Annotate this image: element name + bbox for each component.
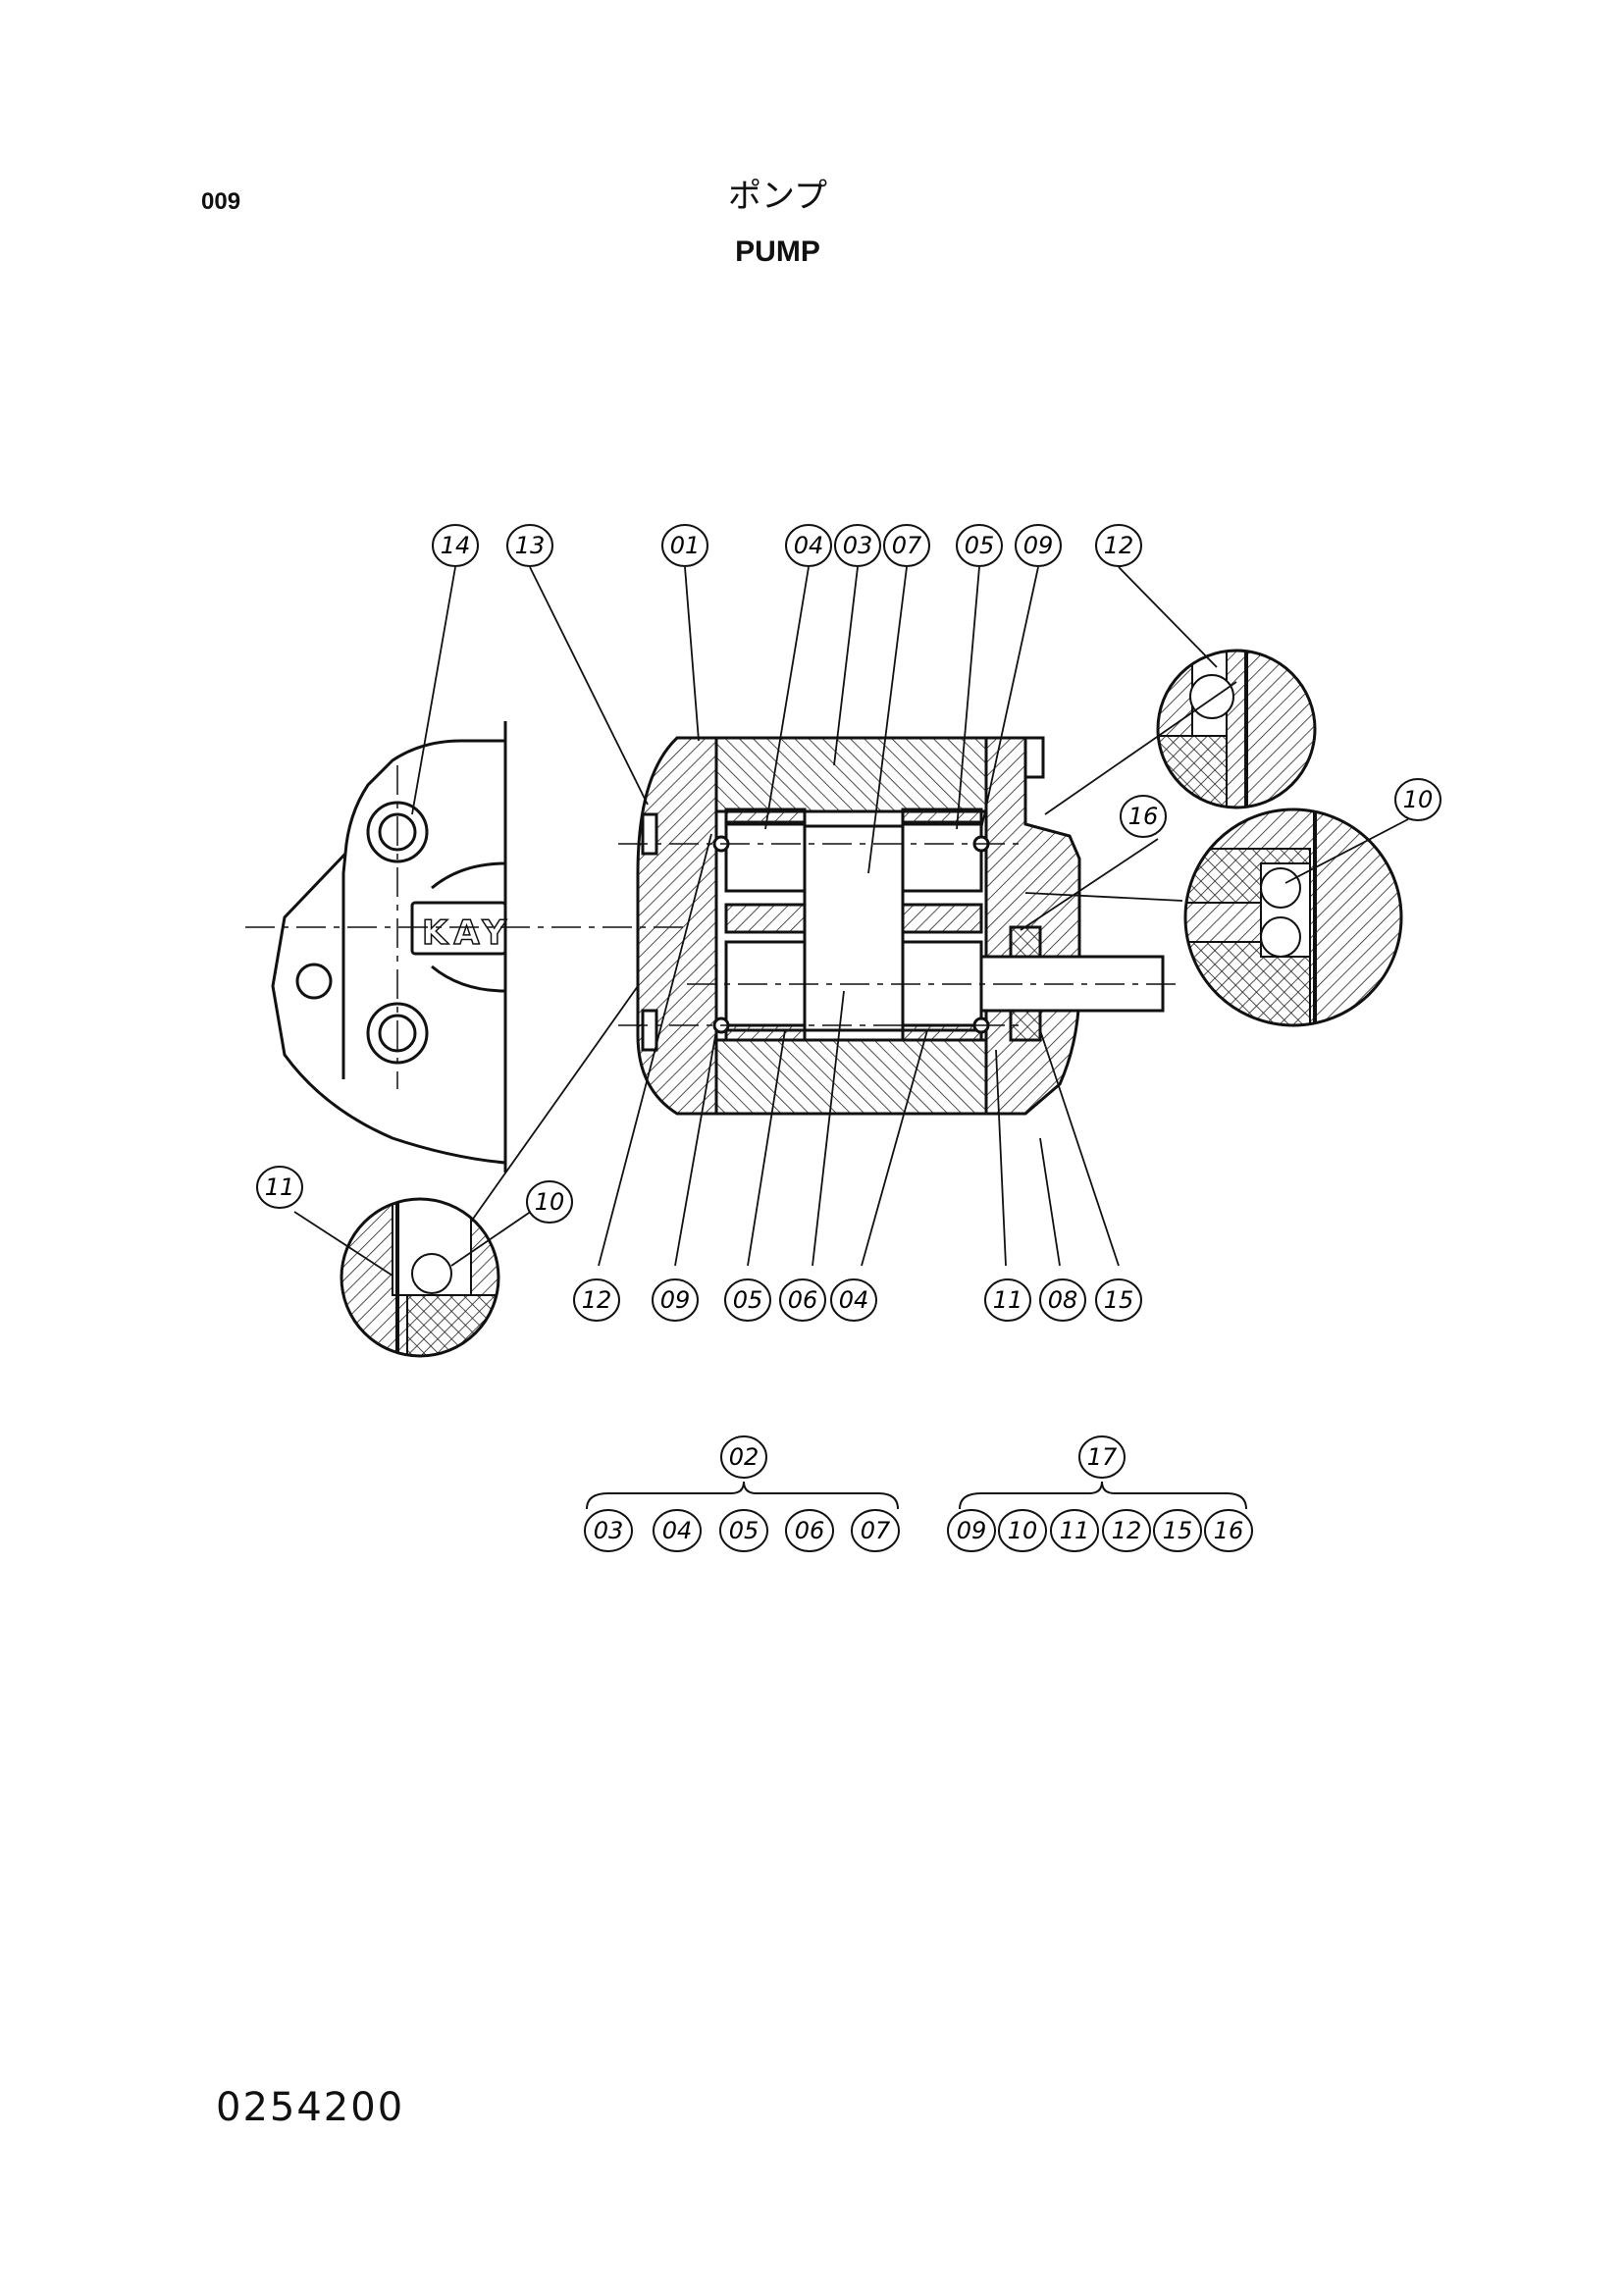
callouts: 14 13 01 04 03 07 05 09 12 16 10 11 10 12 09 05 06 04 11 08… [256, 524, 1441, 1552]
callout-label: 16 [1128, 803, 1159, 830]
callout-label: 12 [1112, 1517, 1142, 1544]
callout-drawing-callouts_top-0: 14 [432, 524, 479, 567]
callout-drawing-callouts_top-1: 13 [506, 524, 553, 567]
callout-label: 15 [1104, 1286, 1134, 1314]
pump-cross-section [636, 736, 1165, 1116]
callout-label: 05 [965, 532, 995, 559]
callout-drawing-callouts_bottom-1: 10 [526, 1180, 573, 1224]
callout-label: 08 [1048, 1286, 1078, 1314]
callout-drawing-callouts_top-8: 12 [1095, 524, 1142, 567]
title-english: PUMP [735, 235, 820, 268]
callout-label: 07 [892, 532, 922, 559]
callout-drawing-callouts_top-9: 16 [1120, 795, 1167, 838]
callout-label: 10 [1403, 786, 1434, 813]
callout-drawing-callouts_top-7: 09 [1015, 524, 1062, 567]
callout-drawing-callouts_bottom-6: 04 [830, 1278, 877, 1322]
callout-drawing-assemblies-0-parts-0: 03 [584, 1509, 633, 1552]
callout-label: 11 [993, 1286, 1023, 1314]
callout-label: 03 [843, 532, 873, 559]
callout-label: 14 [441, 532, 471, 559]
document-number: 0254200 [216, 2085, 405, 2130]
callout-drawing-callouts_bottom-4: 05 [724, 1278, 771, 1322]
callout-label: 16 [1214, 1517, 1244, 1544]
callout-label: 11 [1060, 1517, 1090, 1544]
callout-drawing-assemblies-1-parts-3: 12 [1102, 1509, 1151, 1552]
callout-drawing-callouts_bottom-7: 11 [984, 1278, 1031, 1322]
callout-label: 04 [839, 1286, 869, 1314]
callout-drawing-callouts_top-5: 07 [883, 524, 930, 567]
callout-label: 12 [1104, 532, 1134, 559]
callout-label: 17 [1087, 1443, 1118, 1471]
callout-drawing-assemblies-1-parts-4: 15 [1153, 1509, 1202, 1552]
callout-drawing-callouts_top-6: 05 [956, 524, 1003, 567]
callout-label: 15 [1163, 1517, 1193, 1544]
callout-drawing-assemblies-0-parts-3: 06 [785, 1509, 834, 1552]
callout-drawing-callouts_top-3: 04 [785, 524, 832, 567]
callout-label: 02 [729, 1443, 760, 1471]
callout-label: 09 [957, 1517, 987, 1544]
callout-label: 09 [1023, 532, 1054, 559]
callout-label: 10 [535, 1188, 565, 1216]
callout-drawing-assemblies-1-parts-1: 10 [998, 1509, 1047, 1552]
assembly-label-1: 17 [1078, 1435, 1126, 1479]
page-number: 009 [201, 188, 241, 215]
callout-label: 03 [594, 1517, 624, 1544]
leader-lines [293, 566, 1409, 1277]
callout-drawing-callouts_bottom-8: 08 [1039, 1278, 1086, 1322]
callout-drawing-callouts_bottom-2: 12 [573, 1278, 620, 1322]
callout-drawing-callouts_bottom-3: 09 [652, 1278, 699, 1322]
assembly-label-0: 02 [720, 1435, 767, 1479]
callout-drawing-callouts_bottom-5: 06 [779, 1278, 826, 1322]
callout-label: 01 [670, 532, 701, 559]
callout-drawing-assemblies-0-parts-2: 05 [719, 1509, 768, 1552]
assembly-braces [586, 1481, 1247, 1510]
brand-mark: KAY [422, 913, 512, 953]
callout-drawing-callouts_top-2: 01 [661, 524, 708, 567]
callout-drawing-callouts_bottom-9: 15 [1095, 1278, 1142, 1322]
callout-label: 09 [660, 1286, 691, 1314]
callout-label: 06 [795, 1517, 825, 1544]
callout-label: 13 [515, 532, 546, 559]
title-japanese: ポンプ [728, 177, 827, 216]
detail-seal-upper [1156, 649, 1317, 809]
callout-drawing-assemblies-1-parts-5: 16 [1204, 1509, 1253, 1552]
detail-seal-lower-left [340, 1197, 500, 1358]
end-view [245, 721, 687, 1173]
callout-drawing-callouts_bottom-0: 11 [256, 1166, 303, 1209]
callout-drawing-assemblies-0-parts-4: 07 [851, 1509, 900, 1552]
callout-label: 04 [662, 1517, 693, 1544]
callout-label: 04 [794, 532, 824, 559]
callout-drawing-callouts_top-4: 03 [834, 524, 881, 567]
callout-drawing-callouts_top-10: 10 [1394, 778, 1441, 821]
callout-label: 05 [733, 1286, 763, 1314]
callout-label: 12 [582, 1286, 612, 1314]
callout-label: 05 [729, 1517, 760, 1544]
callout-drawing-assemblies-1-parts-0: 09 [947, 1509, 996, 1552]
callout-label: 06 [788, 1286, 818, 1314]
callout-label: 10 [1008, 1517, 1038, 1544]
callout-label: 11 [265, 1173, 295, 1201]
callout-drawing-assemblies-0-parts-1: 04 [653, 1509, 702, 1552]
callout-drawing-assemblies-1-parts-2: 11 [1050, 1509, 1099, 1552]
callout-label: 07 [861, 1517, 891, 1544]
detail-seal-right [1183, 808, 1403, 1027]
